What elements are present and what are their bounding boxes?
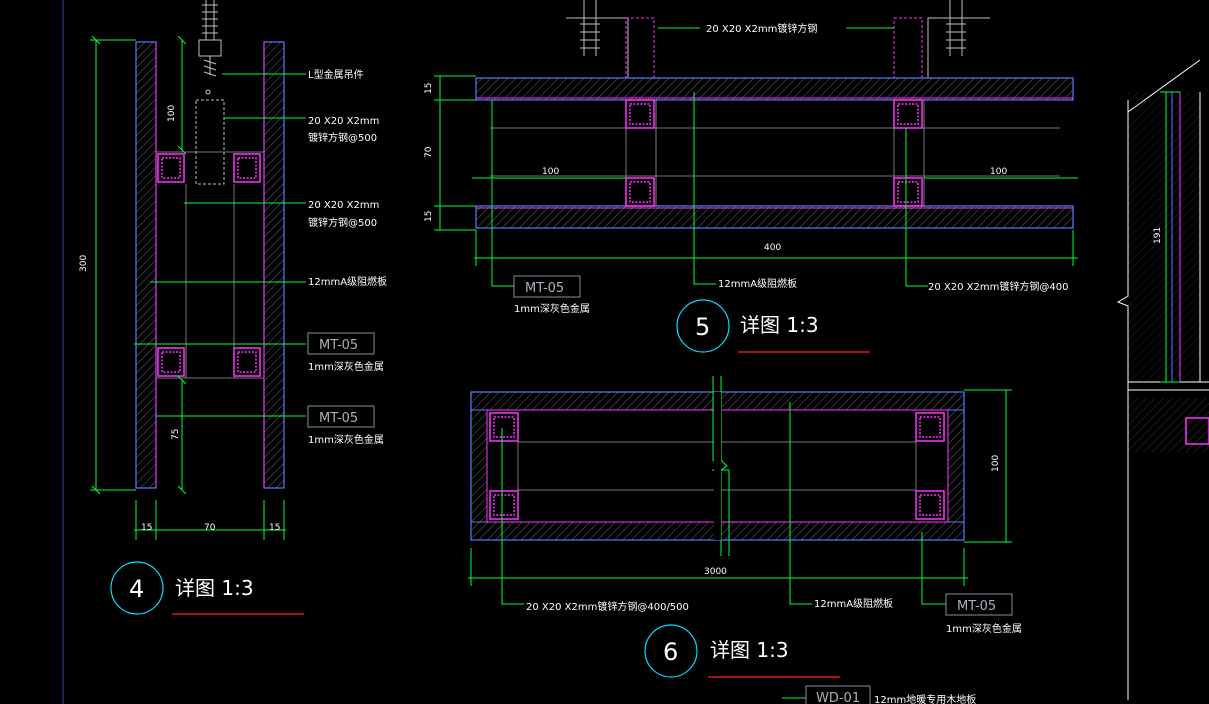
dim-3000: 3000 bbox=[704, 567, 727, 577]
square-tubes-5 bbox=[625, 99, 923, 207]
detail-5: 15 70 15 100 100 400 20 X20 X2mm镀锌方钢 MT-… bbox=[424, 0, 1078, 353]
note-mt05-desc-6: 1mm深灰色金属 bbox=[946, 622, 1022, 635]
tube-dashed-right bbox=[893, 17, 923, 79]
side-detail: 191 bbox=[1116, 59, 1209, 700]
note-tube-top-5: 20 X20 X2mm镀锌方钢 bbox=[706, 22, 817, 35]
mt05-tag-box-1 bbox=[307, 332, 375, 355]
dim-15-left: 15 bbox=[141, 523, 152, 533]
dim-100-height-6: 100 bbox=[991, 455, 1001, 472]
note-board: 12mmA级阻燃板 bbox=[308, 275, 387, 288]
mt05-tag-box-5 bbox=[513, 275, 581, 298]
detail-6-number-circle bbox=[644, 624, 698, 678]
hanger-right bbox=[927, 0, 990, 78]
note-tube-a-line2: 镀锌方钢@500 bbox=[308, 131, 377, 144]
detail-6: 100 3000 20 X20 X2mm镀锌方钢@400/500 12mmA级阻… bbox=[468, 376, 1022, 704]
detail-5-dimensions bbox=[434, 27, 1078, 287]
dim-300: 300 bbox=[79, 255, 89, 272]
dim-400: 400 bbox=[764, 243, 781, 253]
dim-70: 70 bbox=[204, 523, 216, 533]
note-mt05-desc-5: 1mm深灰色金属 bbox=[514, 302, 590, 315]
dim-15-bottom: 15 bbox=[424, 211, 434, 222]
left-panel-6 bbox=[470, 409, 488, 523]
floor-hatch bbox=[1128, 398, 1209, 452]
tube-dashed-left bbox=[625, 17, 655, 79]
note-mt05-desc-2: 1mm深灰色金属 bbox=[308, 433, 384, 446]
hanger-tube bbox=[195, 99, 225, 185]
side-panel-left bbox=[135, 41, 157, 489]
side-panel-right bbox=[263, 41, 285, 489]
right-panel-6 bbox=[947, 409, 965, 523]
note-tube-b-line1: 20 X20 X2mm bbox=[308, 200, 379, 211]
detail-6-dimensions bbox=[468, 389, 1012, 605]
detail-4: 300 100 75 15 70 15 L型金属吊件 20 X20 X2mm 镀… bbox=[79, 0, 387, 615]
detail-5-number: 5 bbox=[695, 313, 710, 341]
mt05-tag-2: MT-05 bbox=[319, 411, 358, 426]
dim-100-right: 100 bbox=[990, 167, 1007, 177]
dim-15-right: 15 bbox=[269, 523, 280, 533]
note-tube-6: 20 X20 X2mm镀锌方钢@400/500 bbox=[526, 600, 689, 613]
mt05-tag-box-2 bbox=[307, 405, 375, 428]
wall-hatch bbox=[1128, 92, 1200, 382]
detail-5-title: 详图 1:3 bbox=[740, 313, 819, 337]
detail-5-number-circle bbox=[676, 299, 730, 353]
note-board-6: 12mmA级阻燃板 bbox=[814, 597, 893, 610]
note-wd01-desc: 12mm地暖专用木地板 bbox=[874, 693, 976, 704]
note-tube-bottom-5: 20 X20 X2mm镀锌方钢@400 bbox=[928, 280, 1068, 293]
detail-4-number-circle bbox=[110, 561, 164, 615]
detail-4-dimensions bbox=[90, 40, 306, 540]
detail-6-title: 详图 1:3 bbox=[710, 638, 789, 662]
hanger-left bbox=[566, 0, 629, 78]
top-panel bbox=[475, 77, 1074, 101]
wd01-tag-box bbox=[805, 685, 871, 704]
note-board-5: 12mmA级阻燃板 bbox=[718, 277, 797, 290]
inner-board bbox=[156, 151, 264, 379]
detail-4-title: 详图 1:3 bbox=[175, 576, 254, 600]
wd01-tag: WD-01 bbox=[816, 691, 860, 704]
hanger-rod bbox=[198, 0, 222, 95]
detail-4-number: 4 bbox=[129, 575, 144, 603]
dim-15-top: 15 bbox=[424, 83, 434, 94]
mt05-tag-1: MT-05 bbox=[319, 338, 358, 353]
note-tube-b-line2: 镀锌方钢@500 bbox=[308, 216, 377, 229]
square-tube-group bbox=[157, 153, 261, 377]
mt05-tag-5: MT-05 bbox=[525, 281, 564, 296]
dim-70-mid: 70 bbox=[424, 146, 434, 158]
inner-board-5 bbox=[490, 100, 1060, 206]
square-tubes-6 bbox=[489, 412, 945, 520]
mt05-tag-box-6 bbox=[945, 593, 1013, 616]
break-gap-6 bbox=[714, 392, 721, 540]
dim-75: 75 bbox=[171, 429, 181, 440]
detail-6-number: 6 bbox=[663, 638, 678, 666]
note-hanger: L型金属吊件 bbox=[308, 68, 364, 81]
dim-100: 100 bbox=[167, 105, 177, 122]
dim-191: 191 bbox=[1153, 227, 1163, 244]
side-dimension bbox=[1160, 91, 1180, 383]
note-tube-a-line1: 20 X20 X2mm bbox=[308, 116, 379, 127]
bottom-panel bbox=[475, 205, 1074, 229]
mt05-tag-6: MT-05 bbox=[957, 599, 996, 614]
side-break-line bbox=[1116, 100, 1129, 700]
note-mt05-desc-1: 1mm深灰色金属 bbox=[308, 360, 384, 373]
dim-100-left: 100 bbox=[542, 167, 559, 177]
